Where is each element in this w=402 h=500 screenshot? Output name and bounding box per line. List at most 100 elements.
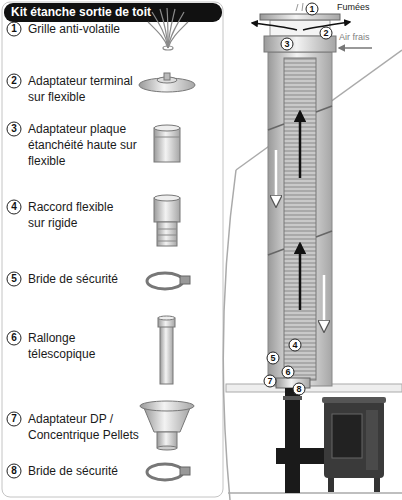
callout-number: 3 [7,122,21,136]
roof-terminal [252,23,297,30]
callout-circle [293,383,305,395]
callout-circle [7,331,21,345]
plate-adapter-icon [154,125,180,162]
part-name: Raccord flexible sur rigide [28,199,126,231]
stove-connection [276,448,285,464]
part-name: Bride de sécurité [28,271,140,287]
plate-adapter-icon [154,128,180,162]
telescopic-extension-icon [160,318,173,384]
callout-circle [306,3,318,15]
callout-number: 7 [7,412,21,426]
roof-terminal [339,47,372,49]
part-name: Adaptateur terminal sur flexible [28,73,140,105]
callout-circle [7,22,21,36]
callout-circle [7,122,21,136]
callout-number: 4 [7,200,21,214]
pellet-stove [374,478,380,492]
callout-number: 5 [267,352,279,364]
concentric-adapter-icon [140,401,194,450]
callout-number: 3 [281,38,293,50]
safety-clamp-icon [147,273,190,289]
pellet-stove [322,397,386,492]
flex-rigid-connector-icon [157,222,177,246]
callout-circle [7,74,21,88]
safety-clamp-icon [180,467,190,475]
pellet-stove [332,414,362,458]
pellet-stove [324,400,384,478]
flex-rigid-connector-icon [154,195,180,201]
callout-number: 8 [7,464,21,478]
flex-rigid-connector-icon [157,241,177,242]
safety-clamp-icon [147,464,183,480]
callout-number: 7 [264,375,276,387]
safety-clamp-icon [147,273,183,289]
grille-icon [148,22,168,48]
stove-connection [285,388,300,493]
flex-rigid-connector-icon [154,195,180,246]
callout-number: 1 [306,3,318,15]
parts-panel [2,2,223,497]
house-outline [223,50,402,500]
callout-number: 6 [7,331,21,345]
pellet-stove [322,397,386,403]
callout-number: 8 [293,383,305,395]
house-outline [228,492,402,494]
callout-circle [7,272,21,286]
callout-circle [7,464,21,478]
grille-icon [160,9,168,48]
flex-rigid-connector-icon [157,235,177,236]
concentric-adapter-icon [144,408,190,432]
plate-adapter-icon [154,137,180,138]
concentric-adapter-icon [157,446,177,450]
safety-clamp-icon [147,464,190,480]
flue-casing [299,112,302,178]
flue-casing [268,52,332,386]
pellet-stove [366,410,378,470]
flex-rigid-connector-icon [157,229,177,230]
telescopic-extension-icon [158,316,175,320]
callout-number: 5 [7,272,21,286]
flue-casing [268,52,332,386]
flex-rigid-connector-icon [154,198,180,222]
callout-circles [7,3,332,478]
stove-connection [283,396,302,400]
callout-circle [267,352,279,364]
flow-label: Air frais [339,32,399,43]
grille-icon [148,8,188,50]
part-name: Adaptateur DP / Concentrique Pellets [28,411,146,443]
parts-panel [4,3,222,22]
plate-adapter-icon [154,125,180,131]
flue-casing [284,58,316,380]
callout-circle [282,366,294,378]
grille-icon [163,46,173,50]
callout-number: 4 [289,339,301,351]
part-name: Grille anti-volatile [28,21,140,37]
parts-panel [2,2,223,497]
flue-casing [299,244,302,310]
callout-number: 2 [320,27,332,39]
telescopic-extension-icon [158,316,175,384]
callout-number: 2 [7,74,21,88]
callout-circle [264,375,276,387]
terminal-adapter-icon [139,73,195,92]
callout-circle [7,412,21,426]
stove-connection [300,448,324,464]
callout-number: 6 [282,366,294,378]
callout-circle [281,38,293,50]
pellet-stove [328,478,334,492]
part-name: Bride de sécurité [28,463,140,479]
roof-terminal [260,14,340,20]
callout-circle [289,339,301,351]
grille-icon [168,22,188,48]
flow-label: Fumées [337,2,397,13]
callout-number: 1 [7,22,21,36]
panel-title: Kit étanche sortie de toit [11,4,151,20]
grille-icon [167,8,168,48]
flue-casing [275,150,278,205]
concentric-adapter-icon [140,401,194,411]
safety-clamp-icon [180,276,190,284]
flue-casing [323,275,326,330]
house-outline [223,170,236,500]
terminal-adapter-icon [164,73,170,80]
